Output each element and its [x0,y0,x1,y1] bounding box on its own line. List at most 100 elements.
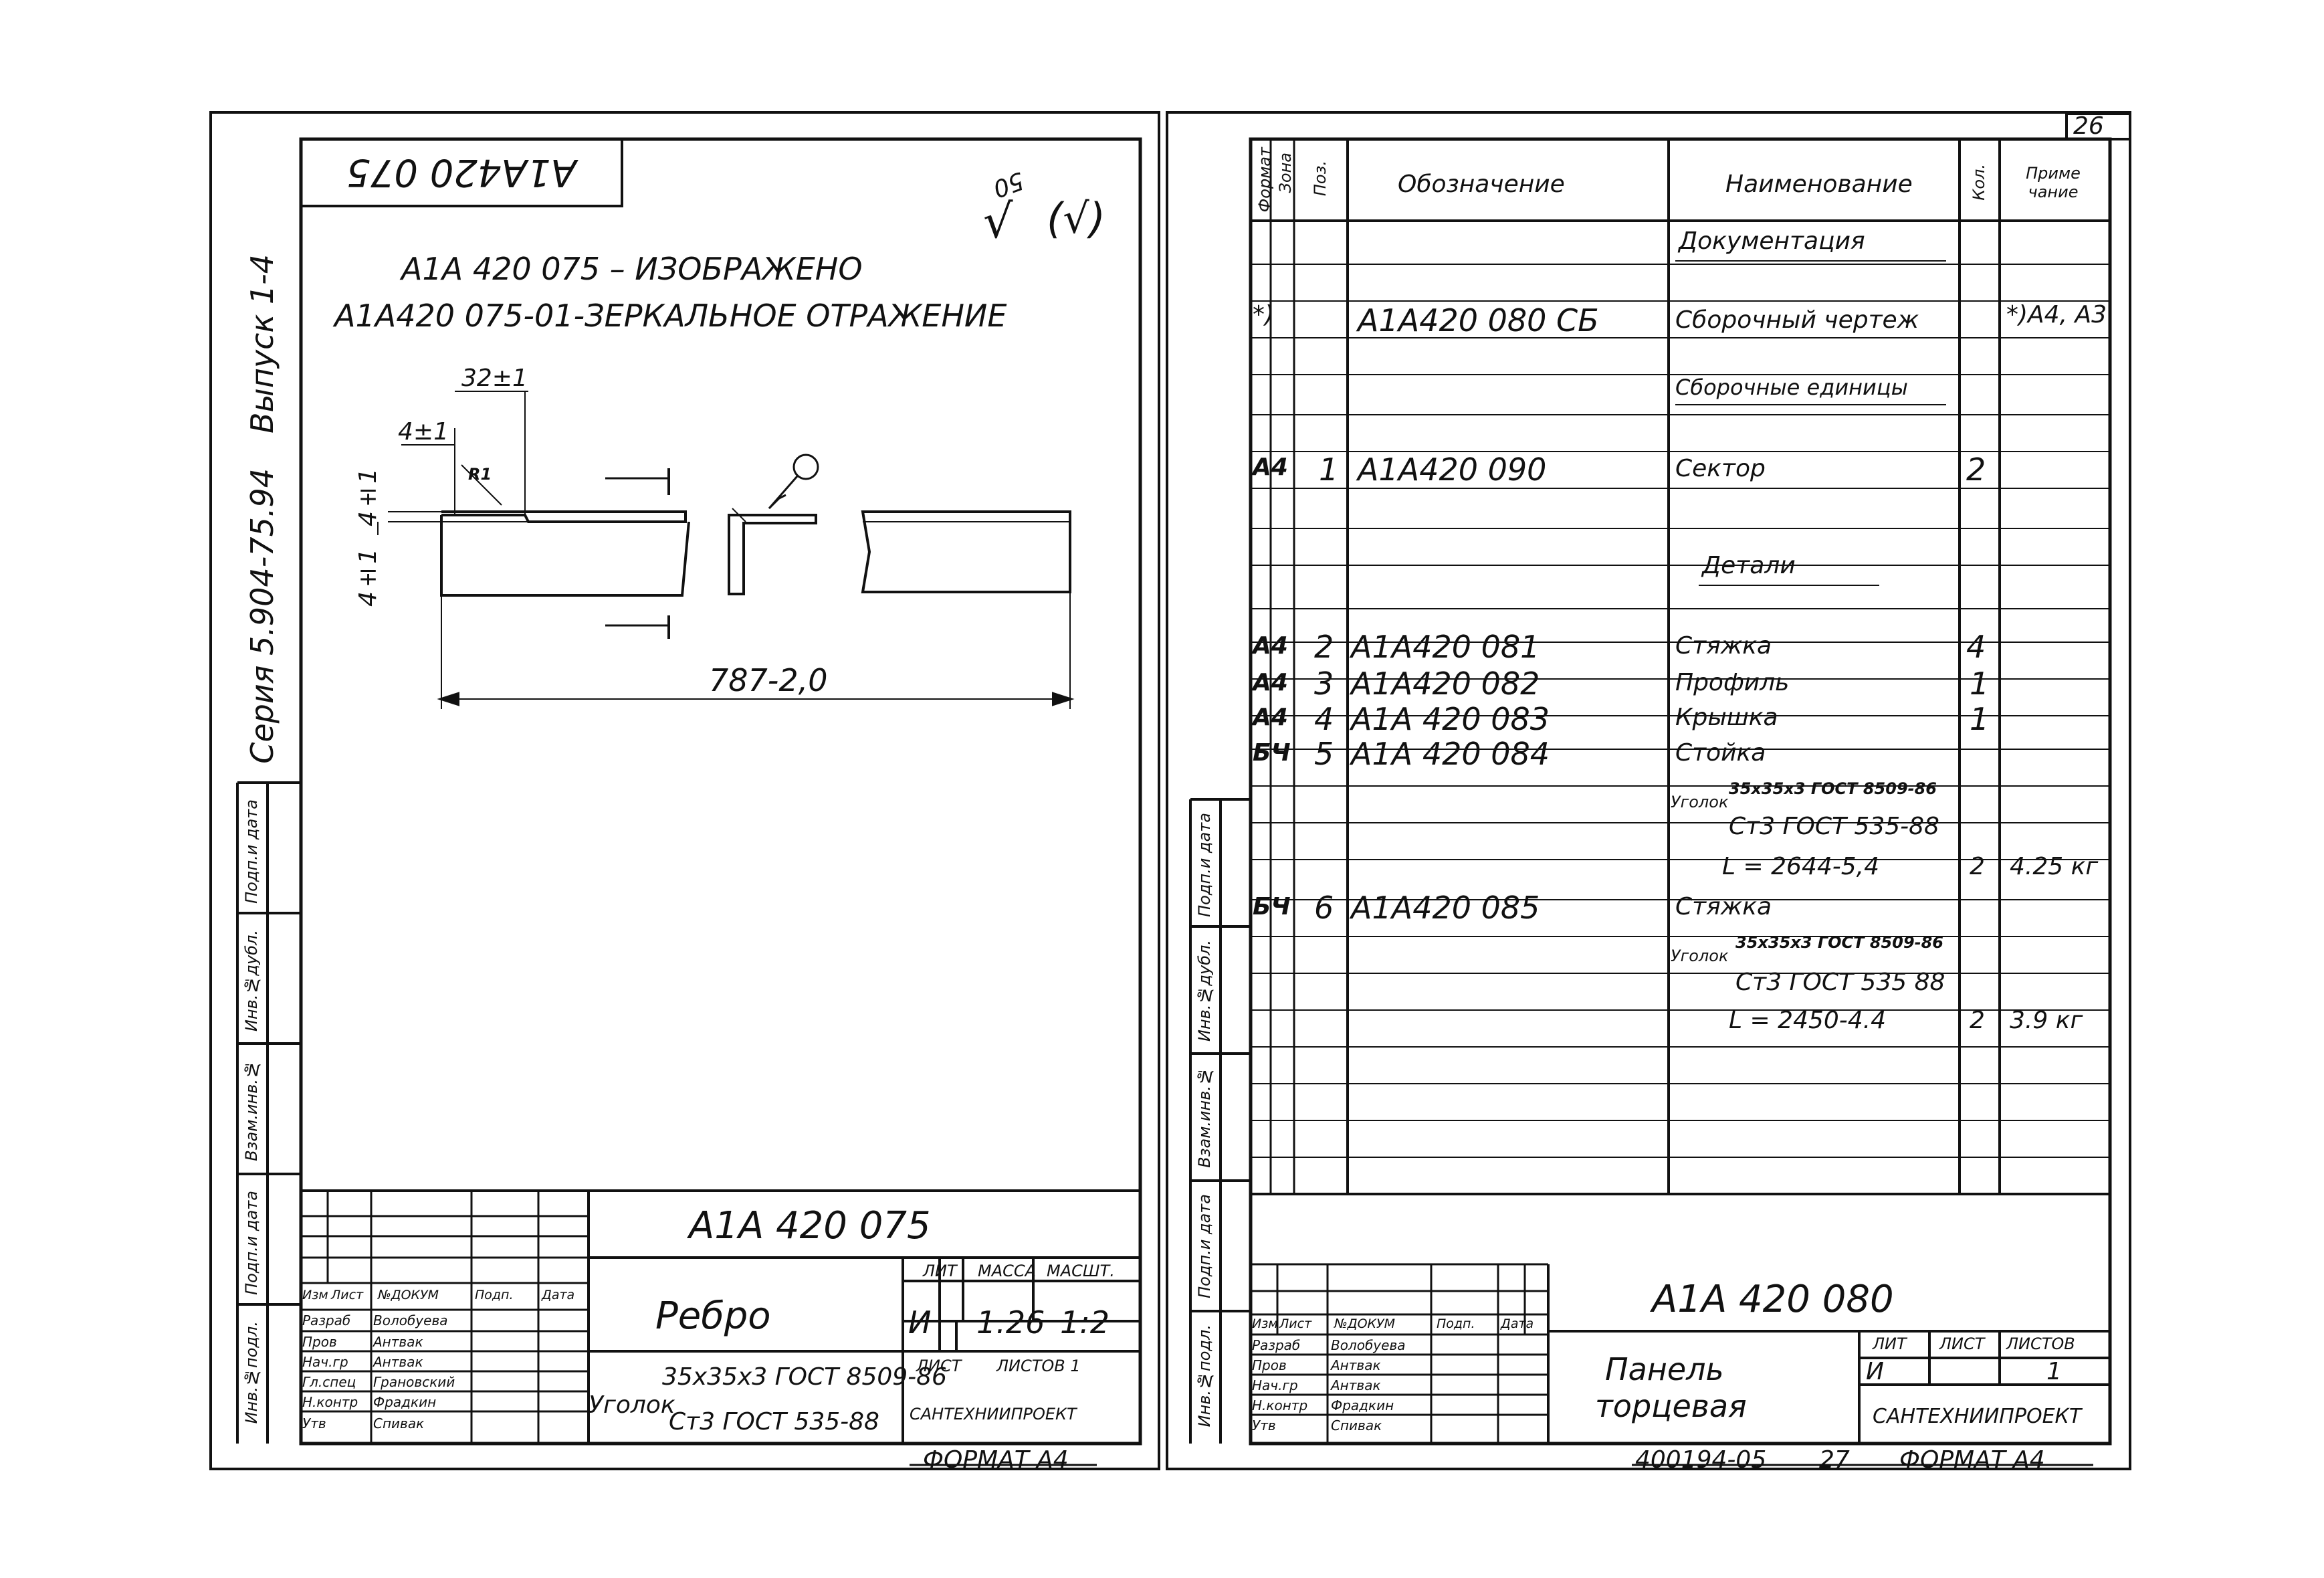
right-hdr-lit: ЛИТ [1873,1335,1907,1353]
left-side-col-4: Инв.№дубл. [242,930,261,1031]
hdr-pos: Поз. [1311,161,1330,197]
right-inner-frame [1249,137,2112,1446]
right-person-3: Антвак [1331,1377,1381,1393]
left-head-izm: Изм [302,1288,328,1302]
right-role-5: Утв [1252,1417,1276,1434]
row-3-des: A1A420 082 [1351,666,1540,702]
left-scale: 1:2 [1060,1304,1110,1341]
right-side-col-2: Подп.и дата [1195,1194,1214,1298]
right-role-3: Нач.гр [1252,1377,1298,1393]
left-material-top: 35x35x3 ГОСТ 8509-86 [662,1363,947,1391]
left-role-3: Нач.гр [302,1354,348,1370]
left-person-5: Фрадкин [373,1394,437,1410]
row-5-fmt: БЧ [1253,739,1291,767]
row-2-qty: 4 [1966,629,1986,665]
note-2: A1A420 075-01-ЗЕРКАЛЬНОЕ ОТРАЖЕНИЕ [334,298,1007,334]
right-head-izm: Изм [1252,1316,1278,1331]
right-person-5: Спивак [1331,1417,1382,1434]
left-org: САНТЕХНИИПРОЕКТ [910,1405,1077,1423]
row-0-name: Сборочный чертеж [1675,306,1919,334]
row-3-name: Профиль [1675,669,1790,696]
right-org: САНТЕХНИИПРОЕКТ [1873,1405,2082,1428]
right-sheets: 1 [2046,1358,2062,1385]
row-1-des: A1A420 090 [1358,452,1547,488]
mat2-qty: 2 [1970,1007,1985,1034]
section-details: Детали [1702,552,1796,579]
dim-32: 32±1 [461,365,528,392]
row-1-pos: 1 [1319,452,1339,488]
left-head-doc: №ДОКУМ [378,1288,439,1302]
page-number-box [2065,112,2131,140]
row-1-fmt: А4 [1253,454,1288,481]
right-sheet-border [1166,111,2131,1470]
right-head-sign: Подп. [1437,1316,1475,1331]
left-sheet-border [209,111,1160,1470]
left-head-sign: Подп. [475,1288,514,1302]
left-person-6: Спивак [373,1415,425,1432]
left-sheet-label: ЛИСТ [916,1357,962,1375]
left-person-1: Волобуева [373,1312,448,1328]
left-role-2: Пров [302,1334,337,1350]
right-hdr-sheet: ЛИСТ [1939,1335,1985,1353]
stamp-mirrored: A1A420 075 [346,151,576,194]
hdr-name: Наименование [1725,171,1913,198]
right-head-doc: №ДОКУМ [1334,1316,1396,1331]
left-inner-frame [299,137,1142,1446]
row-5-name: Стойка [1675,739,1766,767]
right-head-date: Дата [1501,1316,1534,1331]
left-sheets-label: ЛИСТОВ 1 [996,1357,1081,1375]
dim-length: 787-2,0 [709,662,828,698]
left-person-3: Антвак [373,1354,423,1370]
roughness-symbol: (√) [1047,194,1105,243]
right-side-col-4: Инв.№дубл. [1195,940,1214,1042]
row-4-name: Крышка [1675,704,1778,731]
left-head-list: Лист [331,1288,364,1302]
page-number: 26 [2073,112,2104,140]
row-4-qty: 1 [1970,701,1990,737]
left-part-name: Ребро [655,1294,771,1338]
mat2-mid: Ст3 ГОСТ 535 88 [1735,969,1945,996]
right-role-1: Разраб [1252,1337,1301,1353]
left-role-1: Разраб [302,1312,351,1328]
left-mass: 1.26 [976,1304,1045,1341]
section-assemblies: Сборочные единицы [1675,375,1908,400]
left-role-4: Гл.спец [302,1374,356,1390]
left-material-bottom: Ст3 ГОСТ 535-88 [669,1408,879,1436]
left-hdr-scale: МАСШТ. [1047,1262,1115,1280]
row-6-name: Стяжка [1675,893,1772,920]
row-6-pos: 6 [1314,890,1334,926]
row-2-fmt: А4 [1253,632,1288,660]
right-person-4: Фрадкин [1331,1397,1394,1413]
row-2-des: A1A420 081 [1351,629,1540,665]
stamp-box [300,138,623,207]
row-1-name: Сектор [1675,455,1766,482]
left-role-6: Утв [302,1415,326,1432]
mat2-word: Уголок [1671,947,1729,965]
left-format: ФОРМАТ А4 [923,1446,1069,1474]
row-3-qty: 1 [1970,666,1990,702]
row-6-fmt: БЧ [1253,893,1291,920]
left-side-col-3: Взам.инв.№ [242,1060,261,1161]
right-person-2: Антвак [1331,1357,1381,1373]
row-4-des: A1A 420 083 [1351,701,1550,737]
dim-4a: 4±1 [398,418,449,446]
right-role-2: Пров [1252,1357,1287,1373]
left-material-word: Уголок [589,1391,675,1419]
mat2-top: 35x35x3 ГОСТ 8509-86 [1735,933,1944,952]
mat1-word: Уголок [1671,793,1729,811]
row-4-pos: 4 [1314,701,1334,737]
section-docs: Документация [1679,227,1865,255]
row-2-name: Стяжка [1675,632,1772,660]
row-1-qty: 2 [1966,452,1986,488]
row-3-fmt: А4 [1253,669,1288,696]
right-side-col-3: Взам.инв.№ [1195,1067,1214,1168]
mat1-len: L = 2644-5,4 [1722,853,1879,880]
mat1-top: 35x35x3 ГОСТ 8509-86 [1729,779,1937,798]
mat1-qty: 2 [1970,853,1985,880]
mat2-note: 3.9 кг [2010,1007,2083,1034]
left-side-col-2: Подп.и дата [242,1191,261,1295]
left-hdr-lit: ЛИТ [923,1262,957,1280]
right-name-line1: Панель [1605,1351,1724,1387]
row-5-pos: 5 [1314,736,1334,772]
